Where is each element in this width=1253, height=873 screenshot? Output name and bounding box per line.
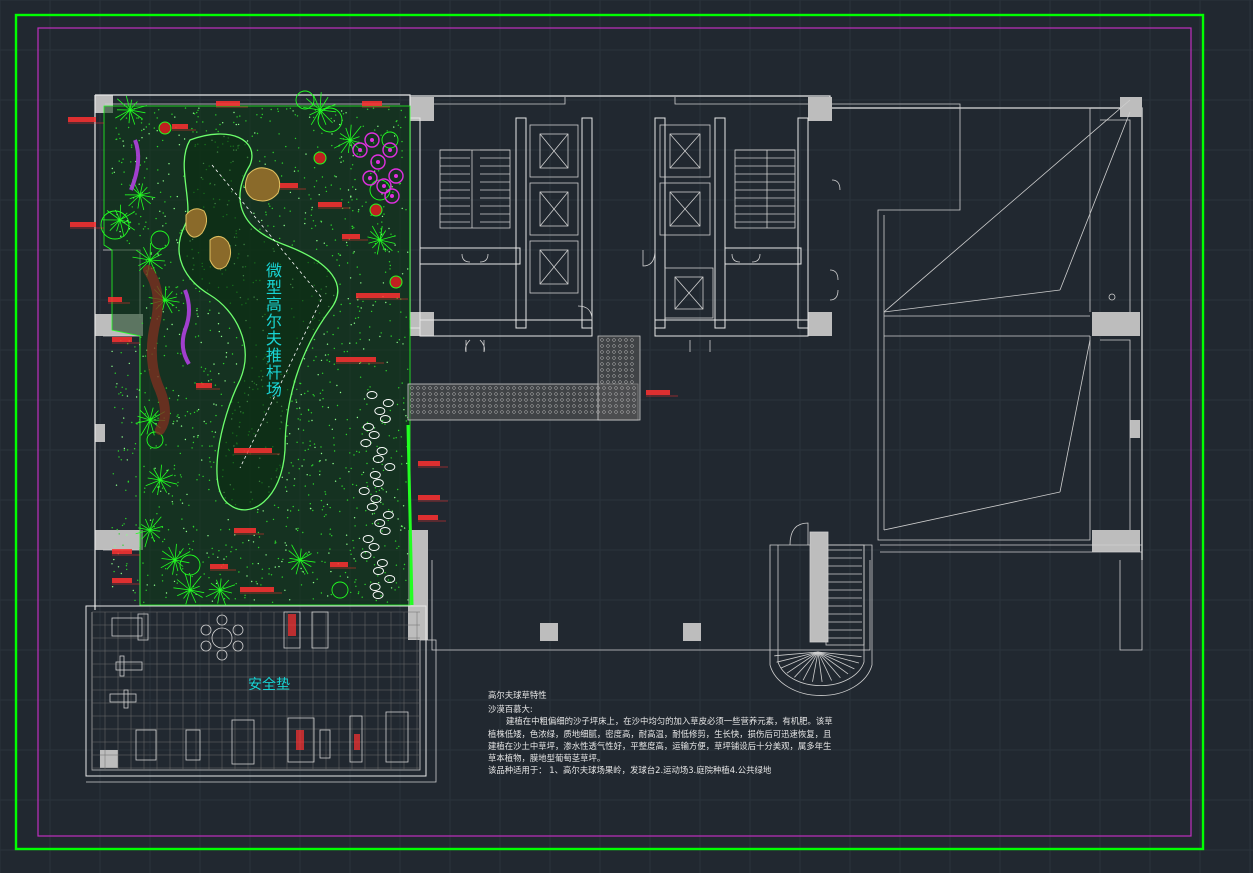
- plant-annotation-marks: [68, 101, 678, 594]
- notes-usage: 该品种适用于： 1、高尔夫球场果岭，发球台2.运动场3.庭院种植4.公共绿地: [488, 765, 772, 776]
- notes-line-3: 建植在沙土中草坪，渗水性透气性好，平整度高，运输方便，草坪铺设后十分美观，属多年…: [488, 740, 832, 751]
- inner-frame: [37, 27, 1192, 837]
- notes-line-1: 建植在中粗偏细的沙子坪床上，在沙中均匀的加入草皮必须一些营养元素，有机肥。该草: [506, 716, 833, 727]
- safety-area-label: 安全垫: [248, 676, 290, 693]
- putting-green-outline: [178, 133, 339, 511]
- notes-subtitle: 沙漠百慕大:: [488, 704, 533, 715]
- svg-text:微型高尔夫推杆场: 微型高尔夫推杆场: [266, 261, 282, 399]
- golf-grass-notes: 高尔夫球草特性 沙漠百慕大: 建植在中粗偏细的沙子坪床上，在沙中均匀的加入草皮必…: [488, 689, 833, 776]
- notes-line-2: 植株低矮，色浓绿，质地细腻，密度高，耐高温，耐低修剪，生长快，损伤后可迅速恢复，…: [488, 728, 832, 739]
- golf-area-label: 微型高尔夫推杆场: [266, 261, 282, 399]
- spiral-staircase: [769, 522, 873, 696]
- building-core: [95, 95, 1143, 768]
- notes-title: 高尔夫球草特性: [488, 690, 547, 700]
- notes-line-4: 草本植物，膜地型葡萄茎草坪。: [488, 753, 606, 764]
- outer-frame: [14, 13, 1205, 851]
- garden-area: [94, 90, 641, 610]
- safety-mat-area: 安全垫: [85, 605, 437, 783]
